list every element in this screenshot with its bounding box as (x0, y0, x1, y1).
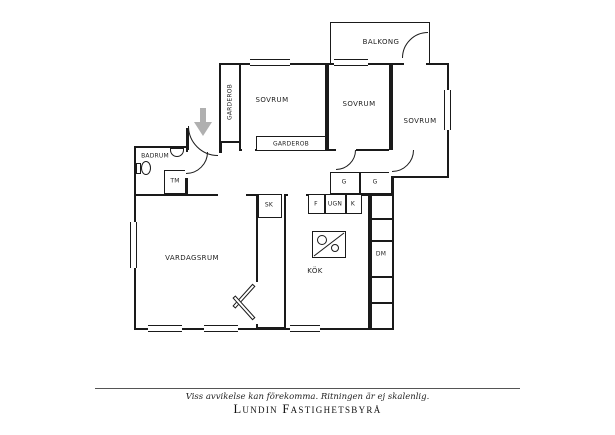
label-f: F (314, 200, 318, 208)
window-icon (148, 325, 182, 332)
label-balkong: BALKONG (362, 38, 400, 46)
label-kok: KÖK (307, 267, 323, 275)
window-icon (250, 59, 290, 66)
window-icon (334, 59, 368, 66)
window-icon (130, 222, 137, 268)
stove-icon (312, 231, 346, 258)
cabinet-column-dm (370, 194, 394, 330)
cabinet-divider (372, 240, 392, 242)
entrance-arrow-icon (194, 108, 212, 136)
label-sovrum-3: SOVRUM (403, 117, 437, 125)
wall-segment (391, 176, 394, 196)
label-sk: SK (264, 201, 274, 209)
label-garderob-tall: GARDEROB (226, 84, 234, 120)
closet-garderob-wide (256, 136, 326, 151)
room-vardagsrum (134, 194, 258, 330)
label-g-right: G (372, 178, 378, 186)
window-icon (204, 325, 238, 332)
label-sovrum-1: SOVRUM (255, 96, 289, 104)
appliance-k-box (346, 194, 362, 214)
door-opening (218, 192, 246, 198)
label-tm: TM (170, 177, 180, 185)
footer-brand: Lundin Fastighetsbyrå (233, 402, 382, 416)
appliance-tm-box (164, 170, 186, 194)
room-kok (284, 194, 370, 330)
room-sovrum-2 (327, 63, 391, 151)
label-k: K (350, 200, 356, 208)
wall-segment (219, 141, 222, 153)
footer-divider (95, 388, 520, 389)
window-icon (444, 90, 451, 130)
label-dm: DM (375, 250, 387, 258)
sink-icon (170, 148, 184, 157)
label-ugn: UGN (327, 200, 343, 208)
wall-segment (186, 128, 189, 150)
cabinet-divider (372, 276, 392, 278)
room-sovrum-3 (391, 63, 449, 178)
cabinet-divider (372, 218, 392, 220)
closet-g-left-box (330, 172, 360, 194)
door-opening (288, 192, 306, 198)
door-opening (254, 282, 260, 324)
appliance-f-box (308, 194, 325, 214)
label-vardagsrum: VARDAGSRUM (165, 254, 219, 262)
door-opening (242, 148, 255, 154)
toilet-icon (141, 161, 151, 175)
appliance-ugn-box (325, 194, 346, 214)
wall-segment (256, 327, 286, 330)
footer-disclaimer: Viss avvikelse kan förekomma. Ritningen … (185, 392, 430, 402)
label-sovrum-2: SOVRUM (342, 100, 376, 108)
label-badrum: BADRUM (141, 152, 169, 160)
label-g-left: G (341, 178, 347, 186)
toilet-tank-icon (136, 163, 141, 174)
closet-sk-box (258, 194, 282, 218)
label-garderob-wide: GARDEROB (273, 140, 309, 148)
cabinet-divider (372, 302, 392, 304)
window-icon (290, 325, 320, 332)
door-opening (404, 60, 426, 66)
